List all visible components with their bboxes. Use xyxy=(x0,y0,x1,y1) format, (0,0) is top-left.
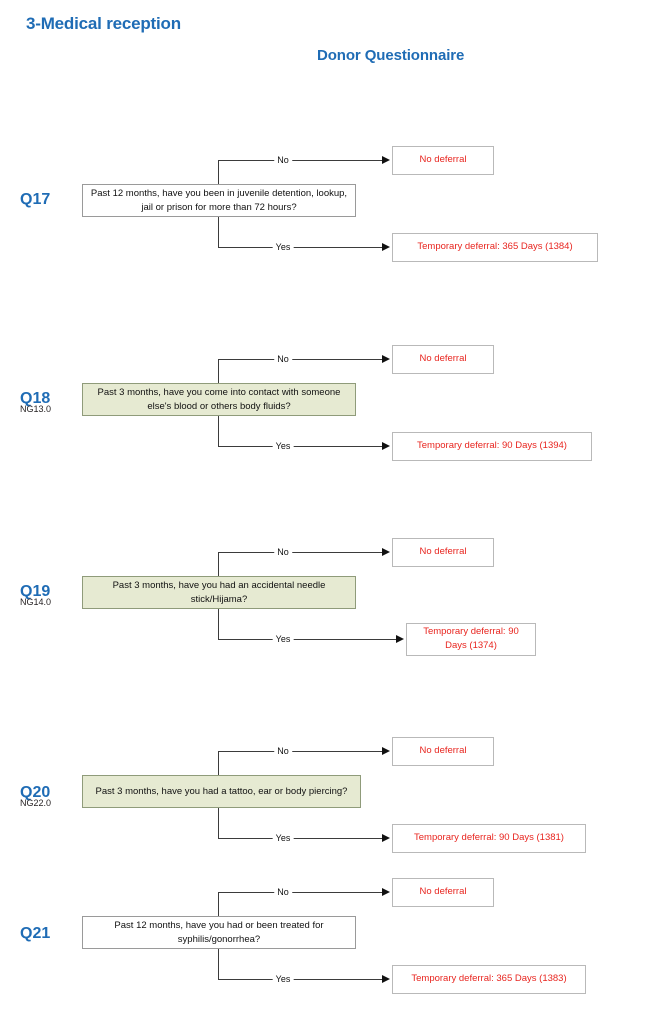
outcome-no-q19[interactable]: No deferral xyxy=(392,537,494,567)
arrowhead-no xyxy=(382,156,390,164)
branch-line-down xyxy=(218,808,219,838)
question-text: Past 3 months, have you had an accidenta… xyxy=(112,579,326,605)
question-id-q20: Q20 xyxy=(20,784,51,801)
question-box-q19[interactable]: Past 3 months, have you had an accidenta… xyxy=(82,576,356,609)
outcome-text: No deferral xyxy=(419,745,467,757)
arrowhead-yes xyxy=(382,834,390,842)
outcome-no-q17[interactable]: No deferral xyxy=(392,145,494,175)
edge-label-no: No xyxy=(274,547,292,557)
branch-line-up xyxy=(218,160,219,184)
edge-label-no: No xyxy=(274,887,292,897)
edge-no xyxy=(218,892,383,893)
branch-line-up xyxy=(218,892,219,916)
edge-label-no: No xyxy=(274,354,292,364)
outcome-text: No deferral xyxy=(419,546,467,558)
arrowhead-no xyxy=(382,548,390,556)
document-title: Donor Questionnaire xyxy=(317,47,465,64)
question-id-q18: Q18 xyxy=(20,390,51,407)
branch-line-up xyxy=(218,552,219,576)
edge-yes xyxy=(218,247,383,248)
question-id-q17: Q17 xyxy=(20,191,51,208)
outcome-text: Temporary deferral: 90 Days (1381) xyxy=(414,832,564,844)
question-text: Past 3 months, have you come into contac… xyxy=(97,386,341,412)
edge-no xyxy=(218,160,383,161)
branch-line-down xyxy=(218,416,219,446)
question-text: Past 12 months, have you been in juvenil… xyxy=(90,187,348,213)
edge-yes xyxy=(218,639,397,640)
outcome-text: No deferral xyxy=(419,154,467,166)
question-text: Past 3 months, have you had a tattoo, ea… xyxy=(95,785,348,797)
arrowhead-no xyxy=(382,747,390,755)
edge-yes xyxy=(218,838,383,839)
outcome-no-q21[interactable]: No deferral xyxy=(392,877,494,907)
outcome-yes-q18[interactable]: Temporary deferral: 90 Days (1394) xyxy=(392,431,592,461)
question-box-q21[interactable]: Past 12 months, have you had or been tre… xyxy=(82,916,356,949)
question-text: Past 12 months, have you had or been tre… xyxy=(114,919,324,945)
question-box-q17[interactable]: Past 12 months, have you been in juvenil… xyxy=(82,184,356,217)
branch-line-down xyxy=(218,609,219,639)
arrowhead-yes xyxy=(382,975,390,983)
outcome-no-q18[interactable]: No deferral xyxy=(392,344,494,374)
branch-line-down xyxy=(218,949,219,979)
edge-no xyxy=(218,552,383,553)
outcome-text: No deferral xyxy=(419,353,467,365)
edge-label-no: No xyxy=(274,746,292,756)
arrowhead-no xyxy=(382,888,390,896)
outcome-text: No deferral xyxy=(419,886,467,898)
branch-line-up xyxy=(218,751,219,775)
outcome-yes-q20[interactable]: Temporary deferral: 90 Days (1381) xyxy=(392,823,586,853)
arrowhead-yes xyxy=(382,243,390,251)
question-code-q20: NG22.0 xyxy=(20,798,52,808)
outcome-yes-q19[interactable]: Temporary deferral: 90 Days (1374) xyxy=(406,622,536,656)
edge-label-yes: Yes xyxy=(272,441,294,451)
edge-label-no: No xyxy=(274,155,292,165)
outcome-text: Temporary deferral: 90 Days (1374) xyxy=(423,626,519,651)
edge-label-yes: Yes xyxy=(272,634,294,644)
outcome-text: Temporary deferral: 365 Days (1384) xyxy=(417,241,573,253)
question-code-q19: NG14.0 xyxy=(20,597,52,607)
question-id-q21: Q21 xyxy=(20,925,51,942)
question-id-q19: Q19 xyxy=(20,583,51,600)
page-title: 3-Medical reception xyxy=(26,14,181,33)
edge-no xyxy=(218,359,383,360)
arrowhead-yes xyxy=(382,442,390,450)
outcome-no-q20[interactable]: No deferral xyxy=(392,736,494,766)
edge-label-yes: Yes xyxy=(272,242,294,252)
question-box-q18[interactable]: Past 3 months, have you come into contac… xyxy=(82,383,356,416)
edge-yes xyxy=(218,446,383,447)
outcome-yes-q21[interactable]: Temporary deferral: 365 Days (1383) xyxy=(392,964,586,994)
question-code-q18: NG13.0 xyxy=(20,404,52,414)
arrowhead-yes xyxy=(396,635,404,643)
outcome-text: Temporary deferral: 90 Days (1394) xyxy=(417,440,567,452)
edge-label-yes: Yes xyxy=(272,833,294,843)
branch-line-up xyxy=(218,359,219,383)
branch-line-down xyxy=(218,217,219,247)
edge-no xyxy=(218,751,383,752)
question-box-q20[interactable]: Past 3 months, have you had a tattoo, ea… xyxy=(82,775,361,808)
outcome-text: Temporary deferral: 365 Days (1383) xyxy=(411,973,567,985)
outcome-yes-q17[interactable]: Temporary deferral: 365 Days (1384) xyxy=(392,232,598,262)
edge-yes xyxy=(218,979,383,980)
arrowhead-no xyxy=(382,355,390,363)
edge-label-yes: Yes xyxy=(272,974,294,984)
